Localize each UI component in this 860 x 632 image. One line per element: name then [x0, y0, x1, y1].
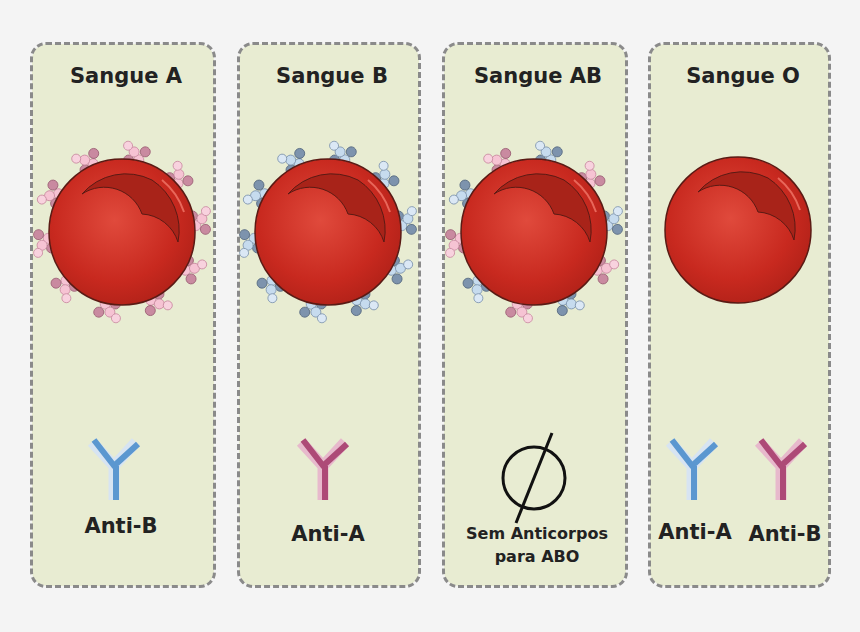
blood-type-panel: Sangue O Anti-A Anti-B — [648, 42, 831, 588]
antibody-label: Anti-A — [291, 521, 364, 547]
antibody-icons — [92, 440, 805, 500]
panel-title: Sangue A — [70, 63, 182, 89]
red-cells — [49, 157, 811, 305]
blood-type-panel: Sangue AB Sem Anticorpos para ABO — [442, 42, 628, 588]
blood-type-panel: Sangue B Anti-A — [237, 42, 421, 588]
antibody-label: Anti-A — [658, 519, 731, 545]
antibody-label: Anti-B — [84, 513, 157, 539]
no-antibody-note: Sem Anticorpos para ABO — [449, 522, 625, 568]
panel-title: Sangue AB — [474, 63, 602, 89]
panel-title: Sangue O — [686, 63, 800, 89]
antigen-layer — [30, 141, 625, 324]
antibody-label: Anti-B — [748, 521, 821, 547]
empty-set-symbol — [503, 433, 565, 523]
panel-ground — [32, 44, 829, 586]
blood-type-panel: Sangue A Anti-B — [30, 42, 216, 588]
panel-title: Sangue B — [276, 63, 388, 89]
